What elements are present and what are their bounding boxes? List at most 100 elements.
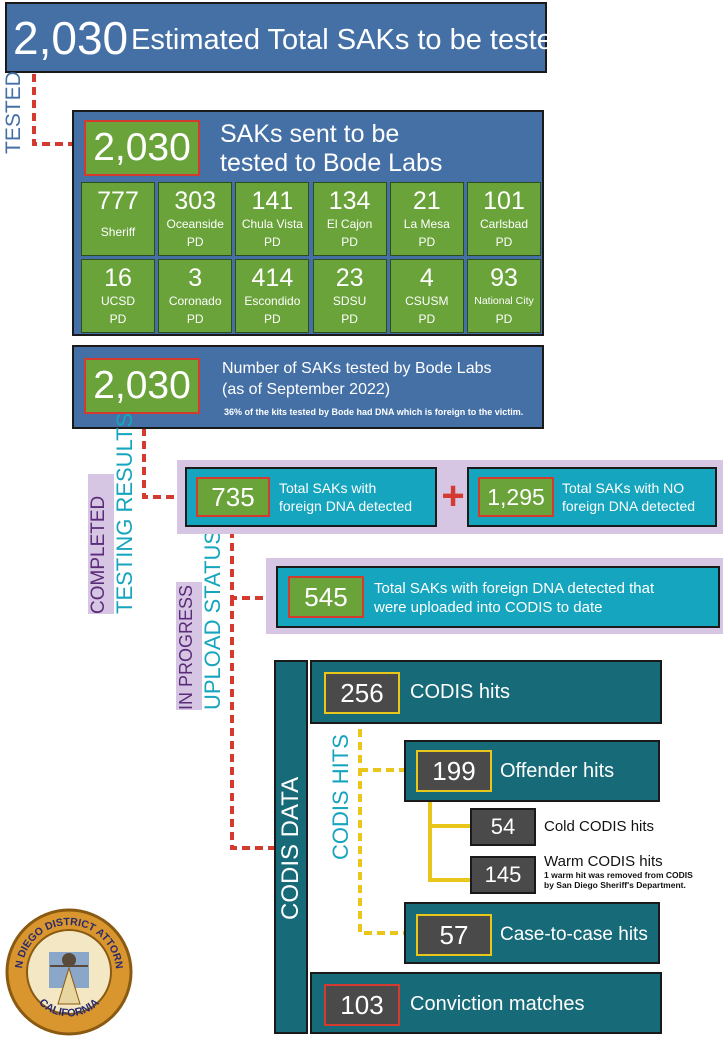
no-foreign-dna-box: 1,295 Total SAKs with NO foreign DNA det… [467, 467, 717, 527]
agency-count: 101 [483, 187, 525, 215]
tested-count: 2,030 [84, 358, 200, 414]
agency-suffix: PD [186, 235, 204, 249]
agency-name: National City [474, 295, 534, 308]
agency-count: 93 [490, 264, 518, 293]
agency-name: SDSU [332, 294, 367, 309]
agency-suffix: PD [264, 235, 281, 249]
testing-connector [142, 428, 194, 499]
offender-connector [428, 802, 472, 882]
case-text: Case-to-case hits [500, 924, 648, 945]
codis-hits-text: CODIS hits [410, 681, 511, 703]
agency-count: 23 [335, 264, 364, 293]
conviction-text: Conviction matches [410, 993, 585, 1015]
agency-count: 21 [412, 187, 441, 215]
agency-name: La Mesa [403, 217, 450, 231]
sent-to-bode-box: 2,030 SAKs sent to be tested to Bode Lab… [72, 110, 544, 336]
conviction-box: 103 Conviction matches [310, 972, 662, 1034]
tested-label: Number of SAKs tested by Bode Labs (as o… [222, 358, 491, 400]
foreign-label-line2: foreign DNA detected [279, 498, 413, 514]
foreign-count: 735 [196, 477, 270, 517]
no-foreign-label-line1: Total SAKs with NO [562, 480, 685, 496]
uploaded-label: Total SAKs with foreign DNA detected tha… [374, 579, 654, 617]
testing-results-label: TESTING RESULTS [112, 412, 137, 614]
agency-name: CSUSM [405, 294, 449, 309]
tested-connector [32, 74, 76, 146]
estimated-total-box: 2,030 Estimated Total SAKs to be tested [5, 2, 569, 73]
agency-suffix: PD [495, 235, 513, 249]
agency-name: Oceanside [166, 217, 224, 231]
foreign-label-line1: Total SAKs with [279, 480, 377, 496]
codis-hits-label: CODIS HITS [328, 734, 353, 860]
uploaded-label-line1: Total SAKs with foreign DNA detected tha… [374, 580, 655, 597]
agency-suffix: PD [264, 312, 281, 327]
tested-label: TESTED [2, 71, 25, 154]
agency-suffix: PD [341, 235, 358, 249]
upload-status-label: UPLOAD STATUS [200, 529, 225, 710]
offender-hits-box: 199 Offender hits [404, 740, 660, 802]
tested-label-line1: Number of SAKs tested by Bode Labs [222, 360, 492, 377]
codis-hits-box: 256 CODIS hits [310, 660, 662, 724]
offender-text: Offender hits [500, 760, 615, 782]
agency-suffix: PD [495, 312, 513, 327]
agency-suffix: PD [418, 235, 436, 249]
tested-by-bode-box: 2,030 Number of SAKs tested by Bode Labs… [72, 345, 544, 429]
completed-label: COMPLETED [88, 495, 109, 614]
no-foreign-label: Total SAKs with NO foreign DNA detected [562, 479, 695, 515]
codis-connector [230, 598, 276, 850]
agency-count: 141 [251, 187, 294, 215]
agency-name: El Cajon [326, 217, 373, 231]
sent-label-line1: SAKs sent to be [220, 120, 400, 148]
uploaded-box: 545 Total SAKs with foreign DNA detected… [276, 566, 720, 628]
agency-name: Escondido [244, 294, 301, 309]
uploaded-count: 545 [288, 576, 364, 618]
agency-name: Coronado [168, 294, 222, 309]
agency-count: 303 [174, 187, 217, 215]
plus-sign: + [441, 474, 465, 518]
warm-count: 145 [470, 856, 536, 894]
agency-suffix: PD [186, 312, 204, 327]
agency-suffix: PD [341, 312, 358, 327]
tested-note: 36% of the kits tested by Bode had DNA w… [224, 407, 524, 417]
tested-label-line2: (as of September 2022) [222, 381, 391, 398]
offender-count: 199 [416, 750, 492, 792]
case-count: 57 [416, 914, 492, 956]
uploaded-label-line2: were uploaded into CODIS to date [374, 599, 603, 616]
hits-dash-connector [358, 716, 414, 935]
agency-count: 777 [97, 187, 139, 215]
completed-highlight [88, 474, 114, 614]
agency-count: 3 [188, 264, 203, 293]
sent-label-line2: tested to Bode Labs [220, 149, 443, 177]
agency-count: 16 [104, 264, 132, 293]
warm-note-line1: 1 warm hit was removed from CODIS [544, 870, 693, 880]
sent-count: 2,030 [84, 120, 200, 176]
foreign-dna-box: 735 Total SAKs with foreign DNA detected [185, 467, 437, 527]
foreign-label: Total SAKs with foreign DNA detected [279, 479, 412, 515]
conviction-count: 103 [324, 984, 400, 1026]
in-progress-highlight [176, 582, 202, 710]
case-to-case-box: 57 Case-to-case hits [404, 902, 660, 964]
agency-name: UCSD [100, 294, 135, 309]
estimated-count: 2,030 [13, 12, 129, 64]
agency-suffix: PD [109, 312, 127, 327]
codis-hits-count: 256 [324, 672, 400, 714]
in-progress-label: IN PROGRESS [176, 584, 196, 710]
agency-suffix: PD [418, 312, 436, 327]
agency-name: Sheriff [100, 225, 136, 239]
da-seal-icon: SAN DIEGO DISTRICT ATTORNEY CALIFORNIA [0, 906, 133, 1036]
no-foreign-count: 1,295 [478, 477, 554, 517]
cold-count: 54 [470, 808, 536, 846]
cold-text: Cold CODIS hits [544, 818, 655, 835]
